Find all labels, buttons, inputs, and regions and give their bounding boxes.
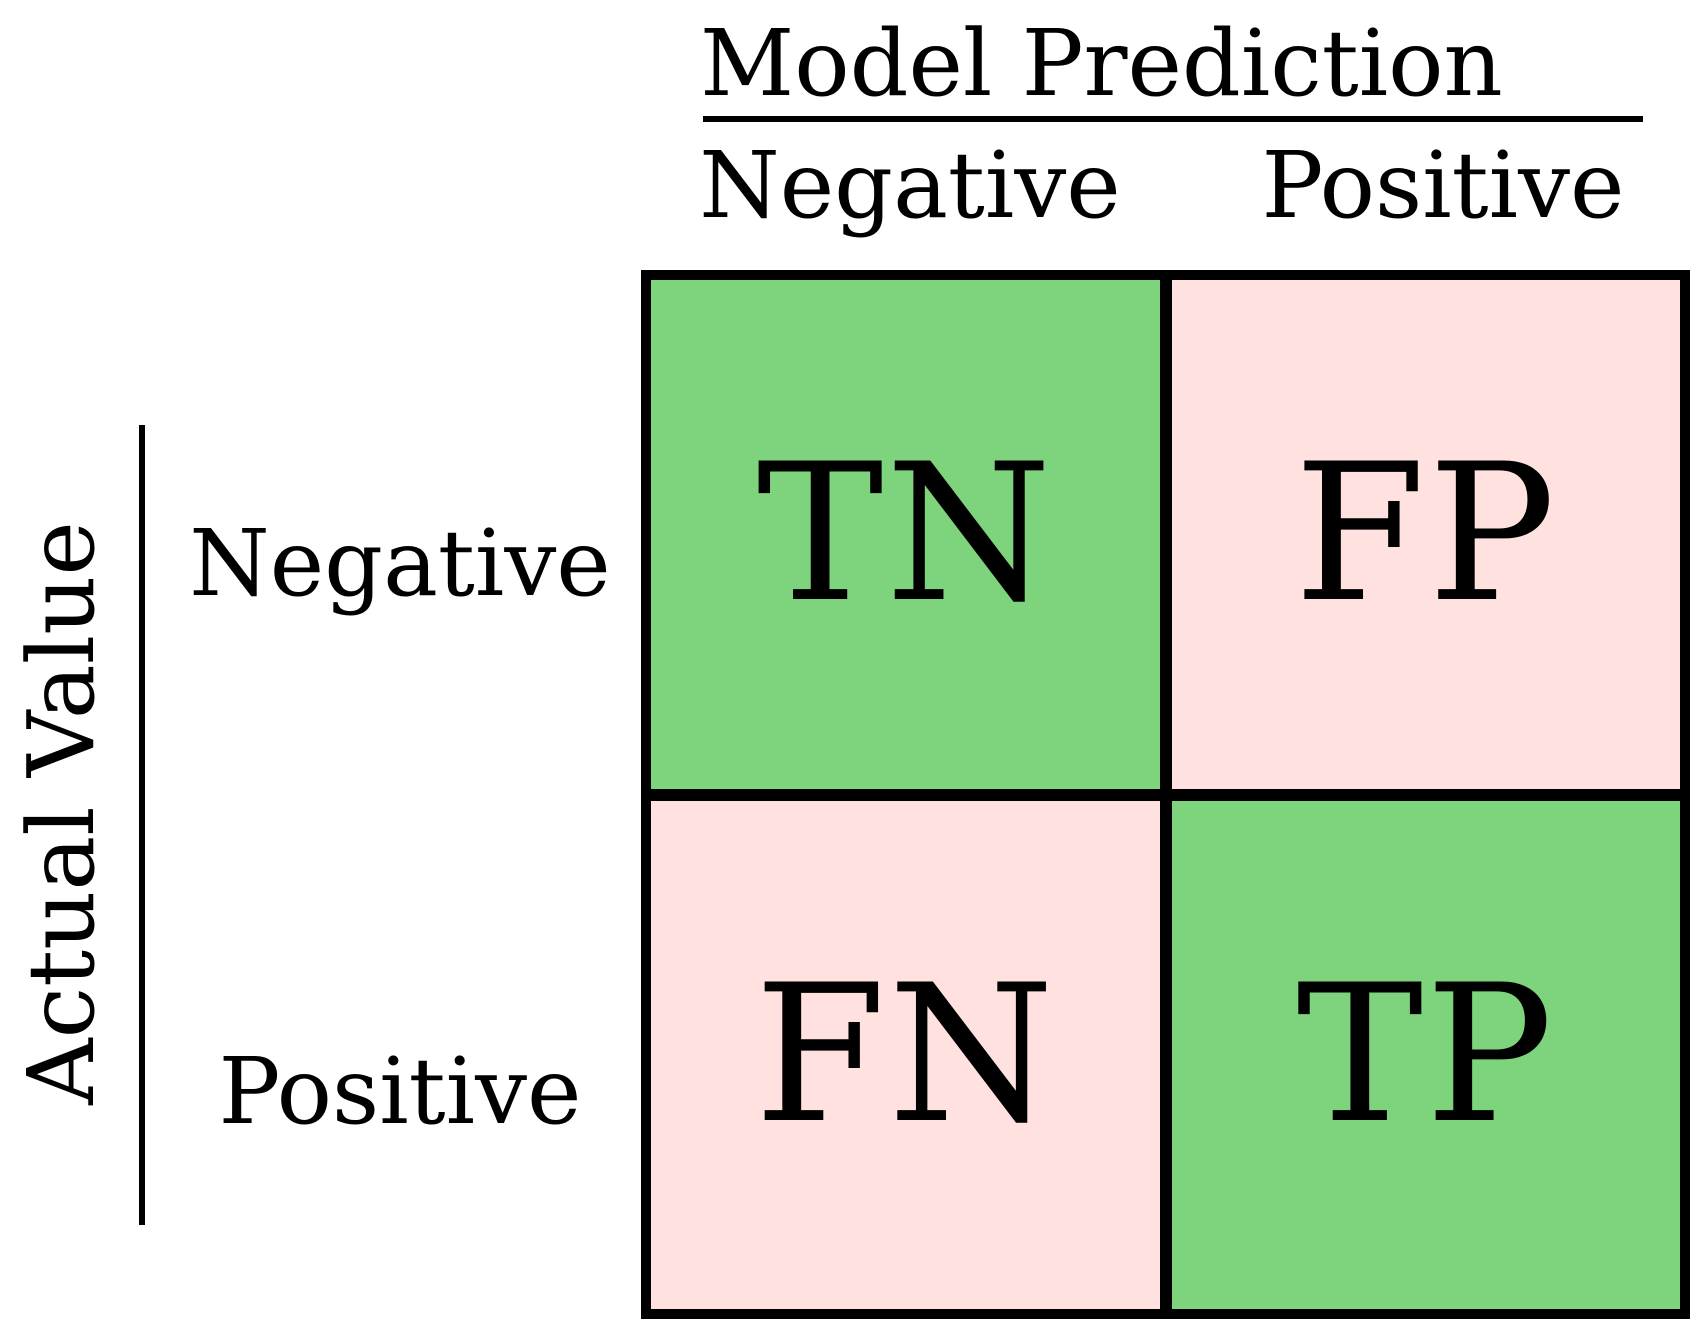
model-prediction-rule bbox=[703, 116, 1643, 122]
model-prediction-title: Model Prediction bbox=[700, 10, 1503, 117]
row-label-negative: Negative bbox=[189, 510, 611, 617]
cell-false-negative: FN bbox=[651, 800, 1160, 1309]
actual-value-title: Actual Value bbox=[8, 521, 115, 1105]
row-label-positive: Positive bbox=[218, 1038, 582, 1145]
cell-true-positive: TP bbox=[1171, 800, 1680, 1309]
column-label-positive: Positive bbox=[1261, 132, 1625, 239]
actual-value-rule bbox=[139, 425, 145, 1225]
confusion-matrix: TN FP FN TP bbox=[641, 270, 1690, 1319]
cell-false-positive: FP bbox=[1171, 280, 1680, 789]
column-label-negative: Negative bbox=[699, 132, 1121, 239]
cell-true-negative: TN bbox=[651, 280, 1160, 789]
